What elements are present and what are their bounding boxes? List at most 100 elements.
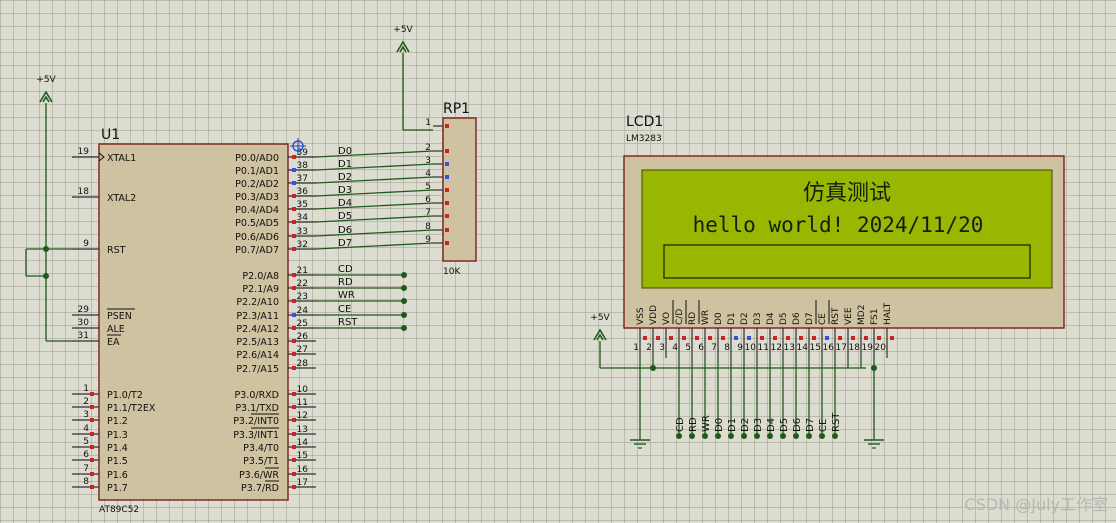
u1-pin-26-num: 26 [297, 332, 309, 342]
u1-pin-6-num: 6 [83, 450, 89, 460]
u1-pin-14-num: 14 [297, 438, 309, 448]
u1-pin-26-marker [292, 339, 296, 343]
rp1-pin-1-marker [445, 124, 449, 128]
lcd-bus-label-D1: D1 [727, 418, 738, 432]
u1-pin-27-num: 27 [297, 345, 308, 355]
u1-net-label-D1: D1 [338, 159, 352, 170]
lcd-pin-20-name: HALT [883, 302, 893, 325]
u1-pin-22-marker [292, 286, 296, 290]
lcd-pin-7-name: D0 [714, 312, 724, 325]
rp1-pin-7-num: 7 [425, 208, 431, 218]
u1-pin-25-name: P2.4/A12 [236, 324, 279, 335]
u1-pin-17-name: P3.7/RD [241, 483, 279, 494]
u1-pin-4-num: 4 [83, 424, 89, 434]
u1-pin-34-marker [292, 220, 296, 224]
u1-pin-37-marker [292, 181, 296, 185]
rp1-pin-1-num: 1 [425, 118, 431, 128]
u1-pin-1-name: P1.0/T2 [107, 390, 143, 401]
u1-pin-7-num: 7 [83, 464, 89, 474]
u1-pin-28-marker [292, 366, 296, 370]
lcd-power-label: +5V [590, 313, 610, 323]
lcd-pin-20-num: 20 [875, 343, 887, 353]
p2-junction-10 [401, 298, 407, 304]
lcd-bus-junction-RST [832, 433, 838, 439]
rp1-pin-3-marker [445, 162, 449, 166]
lcd-pin-19-marker [877, 336, 881, 340]
u1-pin-25-marker [292, 326, 296, 330]
lcd-pin-6-marker [708, 336, 712, 340]
u1-pin-32-num: 32 [297, 240, 308, 250]
lcd-pin-9-marker [747, 336, 751, 340]
lcd-bus-label-D6: D6 [792, 418, 803, 432]
u1-pin-17-marker [292, 485, 296, 489]
p0-wire-2 [315, 176, 434, 184]
lcd-bus-junction-D1 [728, 433, 734, 439]
u1-pin-23-num: 23 [297, 292, 308, 302]
rp1-pin-9-num: 9 [425, 235, 431, 245]
u1-pin-19-name: XTAL1 [107, 153, 136, 164]
u1-pin-12-name: P3.2/INT0 [233, 416, 279, 427]
lcd-pin-5-name: RD [688, 312, 698, 325]
rp1-pin-4-num: 4 [425, 169, 431, 179]
lcd-bus-label-D4: D4 [766, 418, 777, 432]
u1-part: AT89C52 [99, 505, 139, 515]
u1-pin-2-name: P1.1/T2EX [107, 403, 156, 414]
lcd-bus-label-RST: RST [831, 412, 842, 432]
u1-pin-2-num: 2 [83, 397, 89, 407]
u1-pin-31-num: 31 [78, 331, 89, 341]
lcd-pin-6-name: WR [701, 310, 711, 325]
u1-pin-3-num: 3 [83, 410, 89, 420]
u1-power-label: +5V [36, 75, 56, 85]
u1-pin-35-name: P0.4/AD4 [235, 205, 279, 216]
u1-net-label-RD: RD [338, 277, 353, 288]
u1-pin-18-name: XTAL2 [107, 193, 136, 204]
lcd-pin-7-marker [721, 336, 725, 340]
u1-net-label-WR: WR [338, 290, 355, 301]
lcd-pin-8-num: 8 [724, 343, 730, 353]
lcd-pin-17-name: VEE [844, 307, 854, 325]
p0-wire-0 [315, 150, 434, 158]
lcd-part: LM3283 [626, 134, 662, 144]
u1-pin-28-name: P2.7/A15 [236, 364, 279, 375]
lcd-pin-9-num: 9 [737, 343, 743, 353]
u1-pin-11-marker [292, 405, 296, 409]
lcd-pin-16-name: RST [831, 307, 841, 325]
u1-pin-13-name: P3.3/INT1 [233, 430, 279, 441]
u1-pin-8-name: P1.7 [107, 483, 128, 494]
rp1-value: 10K [443, 267, 461, 277]
lcd-pin-10-num: 10 [745, 343, 757, 353]
lcd-pin-10-marker [760, 336, 764, 340]
u1-pin-25-num: 25 [297, 319, 308, 329]
lcd-pin-9-name: D2 [740, 312, 750, 325]
lcd-bus-junction-D5 [780, 433, 786, 439]
u1-pin-24-name: P2.3/A11 [236, 311, 279, 322]
lcd-pin-11-name: D4 [766, 312, 776, 325]
u1-net-label-D7: D7 [338, 238, 352, 249]
lcd-pin-14-num: 14 [797, 343, 809, 353]
u1-pin-28-num: 28 [297, 359, 309, 369]
lcd-pin-3-marker [669, 336, 673, 340]
u1-pin-9-name: RST [107, 245, 126, 256]
u1-pin-5-marker [90, 445, 94, 449]
u1-pin-21-name: P2.0/A8 [242, 271, 279, 282]
lcd-pin-8-name: D1 [727, 312, 737, 325]
u1-pin-1-marker [90, 392, 94, 396]
u1-pin-23-marker [292, 299, 296, 303]
lcd-pin-7-num: 7 [711, 343, 717, 353]
u1-pin-38-marker [292, 168, 296, 172]
u1-pin-23-name: P2.2/A10 [236, 297, 279, 308]
lcd-bus-label-D3: D3 [753, 418, 764, 432]
u1-pin-21-marker [292, 273, 296, 277]
rp1-pin-2-marker [445, 149, 449, 153]
lcd-line3-box [663, 244, 1031, 279]
lcd-pin-17-num: 17 [836, 343, 847, 353]
lcd-bus-junction-WR [702, 433, 708, 439]
lcd-pin-5-marker [695, 336, 699, 340]
p0-wire-4 [315, 202, 434, 210]
rp1-power-arrow-icon [396, 40, 410, 53]
u1-pin-33-name: P0.6/AD6 [235, 232, 279, 243]
u1-pin-10-name: P3.0/RXD [235, 390, 279, 401]
u1-power-arrow-icon [39, 90, 53, 103]
rp1-pin-5-num: 5 [425, 182, 431, 192]
p2-junction-11 [401, 312, 407, 318]
